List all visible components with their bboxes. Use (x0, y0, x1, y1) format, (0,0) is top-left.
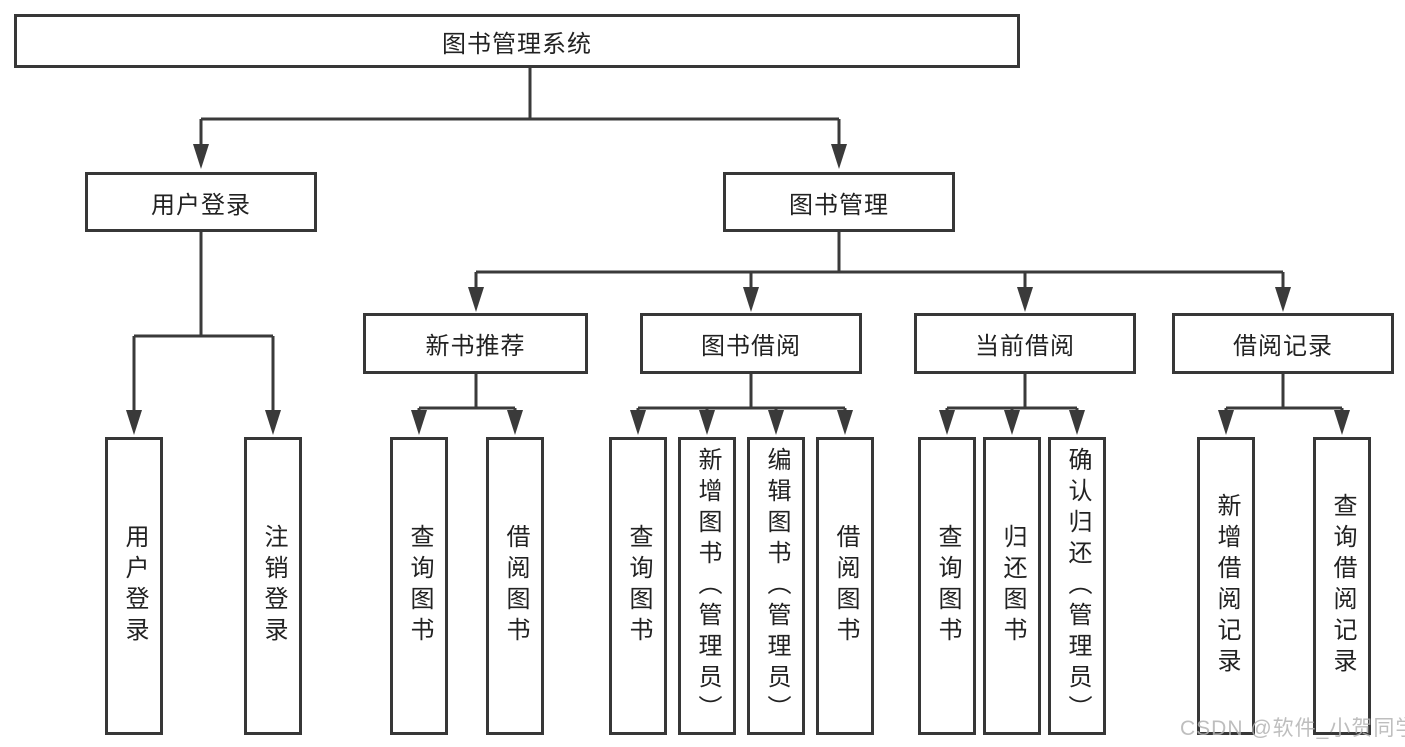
leaf-borrow-books: 借阅图书 (816, 437, 874, 735)
leaf-edit-books-admin-label: 编辑图书（管理员） (763, 446, 790, 726)
leaf-query-books-current-label: 查询图书 (934, 524, 961, 648)
arrowheads (126, 144, 1350, 435)
node-book-management: 图书管理 (723, 172, 955, 232)
csdn-watermark: CSDN @软件_小贺同学 (1180, 717, 1405, 740)
leaf-user-login-label: 用户登录 (121, 524, 148, 648)
leaf-user-login: 用户登录 (105, 437, 163, 735)
leaf-query-books-borrow-label: 查询图书 (625, 524, 652, 648)
leaf-add-borrow-record: 新增借阅记录 (1197, 437, 1255, 735)
leaf-confirm-return-admin: 确认归还（管理员） (1048, 437, 1106, 735)
node-user-login: 用户登录 (85, 172, 317, 232)
leaf-query-books-borrow: 查询图书 (609, 437, 667, 735)
leaf-borrow-books-label: 借阅图书 (832, 524, 859, 648)
leaf-query-borrow-record: 查询借阅记录 (1313, 437, 1371, 735)
node-current-borrow: 当前借阅 (914, 313, 1136, 374)
node-book-borrow: 图书借阅 (640, 313, 862, 374)
leaf-query-borrow-record-label: 查询借阅记录 (1329, 493, 1356, 679)
leaf-return-books: 归还图书 (983, 437, 1041, 735)
leaf-query-books-recommend: 查询图书 (390, 437, 448, 735)
leaf-add-borrow-record-label: 新增借阅记录 (1213, 493, 1240, 679)
leaf-add-books-admin-label: 新增图书（管理员） (694, 446, 721, 726)
leaf-edit-books-admin: 编辑图书（管理员） (747, 437, 805, 735)
leaf-logout: 注销登录 (244, 437, 302, 735)
leaf-logout-label: 注销登录 (260, 524, 287, 648)
node-borrow-records: 借阅记录 (1172, 313, 1394, 374)
leaf-confirm-return-admin-label: 确认归还（管理员） (1064, 446, 1091, 726)
leaf-add-books-admin: 新增图书（管理员） (678, 437, 736, 735)
leaf-return-books-label: 归还图书 (999, 524, 1026, 648)
leaf-borrow-books-recommend-label: 借阅图书 (502, 524, 529, 648)
node-new-book-recommend: 新书推荐 (363, 313, 588, 374)
leaf-borrow-books-recommend: 借阅图书 (486, 437, 544, 735)
node-library-management-system: 图书管理系统 (14, 14, 1020, 68)
leaf-query-books-recommend-label: 查询图书 (406, 524, 433, 648)
leaf-query-books-current: 查询图书 (918, 437, 976, 735)
